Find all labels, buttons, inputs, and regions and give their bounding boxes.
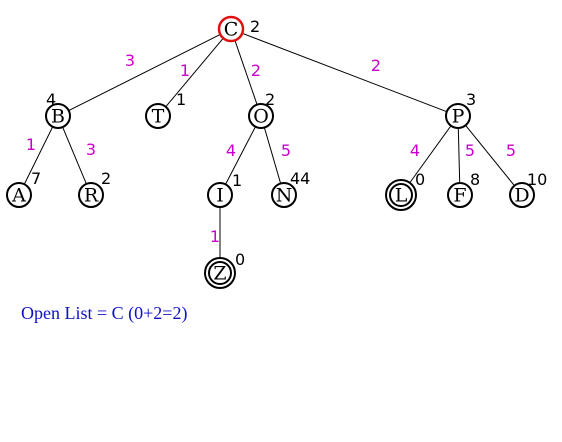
node-c-label: C <box>224 19 239 41</box>
node-d: D10 <box>509 170 547 208</box>
node-r-circle <box>78 182 104 208</box>
node-l-goal-ring <box>389 183 413 207</box>
edge-o-n <box>263 127 282 184</box>
edge-weight-b-r: 3 <box>86 140 96 159</box>
edge-b-r <box>62 126 87 185</box>
edge-c-p <box>242 32 447 113</box>
edge-weight-c-t: 1 <box>180 61 190 80</box>
node-p: P3 <box>445 90 476 129</box>
open-list-text: Open List = C (0+2=2) <box>21 303 188 323</box>
edge-p-f <box>457 127 461 184</box>
edge-weight-o-n: 5 <box>281 141 291 160</box>
node-n-circle <box>271 182 297 208</box>
node-b: B4 <box>45 90 71 129</box>
edge-p-l <box>407 125 452 186</box>
node-t-circle <box>145 103 171 129</box>
node-i-label: I <box>216 185 224 207</box>
edge-weight-p-d: 5 <box>506 141 516 160</box>
node-c-heuristic: 2 <box>250 17 260 36</box>
node-c-circle <box>217 15 245 43</box>
edge-o-i <box>225 126 256 185</box>
node-f-heuristic: 8 <box>470 170 480 189</box>
node-z: Z0 <box>204 250 245 289</box>
node-l-label: L <box>395 185 408 207</box>
node-d-heuristic: 10 <box>527 170 547 189</box>
edge-weight-o-i: 4 <box>226 141 236 160</box>
node-i-heuristic: 1 <box>232 171 242 190</box>
node-o-heuristic: 2 <box>265 90 275 109</box>
edge-weight-p-l: 4 <box>410 141 420 160</box>
node-l-heuristic: 0 <box>415 170 425 189</box>
node-a-label: A <box>11 185 26 207</box>
node-l: L0 <box>385 170 425 211</box>
node-n-heuristic: 44 <box>290 169 310 188</box>
edge-weight-i-z: 1 <box>210 227 220 246</box>
node-z-label: Z <box>213 263 226 285</box>
node-a: A7 <box>6 169 41 208</box>
edge-b-a <box>23 126 54 185</box>
node-d-label: D <box>514 185 529 207</box>
node-o-label: O <box>253 106 269 128</box>
node-f: F8 <box>447 170 480 208</box>
node-f-circle <box>447 182 473 208</box>
node-t: T1 <box>145 90 186 129</box>
node-z-goal-ring <box>208 261 232 285</box>
edge-c-t <box>165 37 224 108</box>
edge-p-d <box>465 125 515 186</box>
node-n: N44 <box>271 169 310 208</box>
node-a-circle <box>6 182 32 208</box>
node-d-circle <box>509 182 535 208</box>
node-o: O2 <box>248 90 275 129</box>
node-t-heuristic: 1 <box>176 90 186 109</box>
node-z-heuristic: 0 <box>235 250 245 269</box>
node-b-heuristic: 4 <box>46 90 56 109</box>
node-b-label: B <box>51 106 65 128</box>
node-r-label: R <box>84 185 99 207</box>
node-b-circle <box>45 103 71 129</box>
edge-weight-c-b: 3 <box>125 51 135 70</box>
node-p-heuristic: 3 <box>466 90 476 109</box>
node-n-label: N <box>276 185 293 207</box>
edges-layer <box>23 32 515 261</box>
node-r: R2 <box>78 169 111 208</box>
node-p-label: P <box>452 106 465 128</box>
edge-c-o <box>234 40 258 105</box>
node-i-circle <box>207 182 233 208</box>
node-i: I1 <box>207 171 242 208</box>
edge-weight-b-a: 1 <box>26 135 36 154</box>
node-a-heuristic: 7 <box>31 169 41 188</box>
node-t-label: T <box>152 106 165 128</box>
edge-weight-c-o: 2 <box>251 61 261 80</box>
edge-weight-c-p: 2 <box>371 56 381 75</box>
node-f-label: F <box>453 185 466 207</box>
node-p-circle <box>445 103 471 129</box>
node-o-circle <box>248 103 274 129</box>
edge-weight-p-f: 5 <box>465 141 475 160</box>
node-r-heuristic: 2 <box>101 169 111 188</box>
edge-c-b <box>68 33 221 112</box>
